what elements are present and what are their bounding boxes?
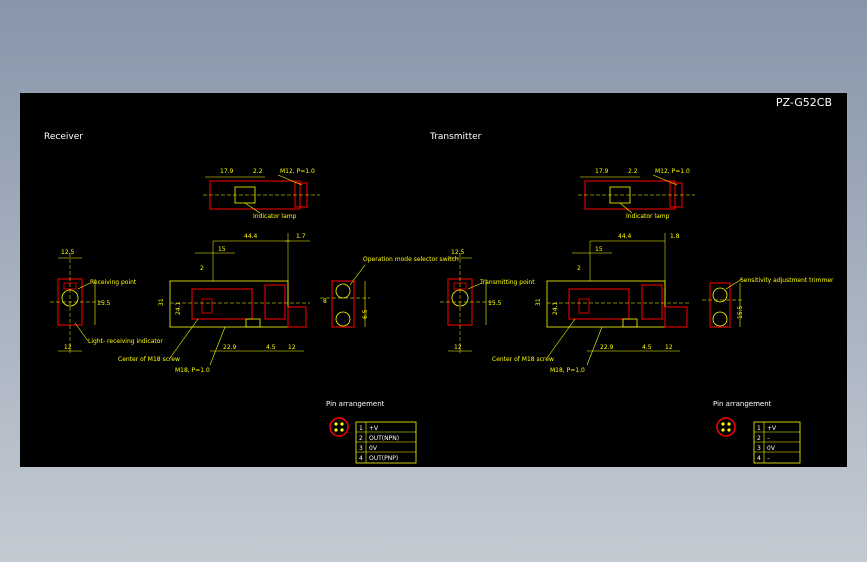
receiver-end-dim-5: 8 <box>323 298 327 305</box>
receiver-top-dim-1: 17.9 <box>220 168 234 175</box>
transmitter-side-dim-height: 15.5 <box>488 300 502 307</box>
receiver-pin-heading: Pin arrangement <box>326 400 385 408</box>
transmitter-front-dim-offset: 1.8 <box>670 233 680 240</box>
receiver-side-dim-bottom: 12 <box>64 344 72 351</box>
pin-number: 4 <box>359 455 363 462</box>
transmitter-top-dim-1: 17.9 <box>595 168 609 175</box>
pin-label: 0V <box>767 445 776 452</box>
receiver-end-dim-20-9: 6.5 <box>362 309 369 319</box>
pin-number: 4 <box>757 455 761 462</box>
pin-label: OUT(PNP) <box>369 455 398 462</box>
connector-icon <box>716 417 736 437</box>
transmitter-top-dim-2: 2.2 <box>628 168 638 175</box>
receiver-label: Receiver <box>44 132 83 142</box>
receiver-front-dim-15: 15 <box>218 246 226 253</box>
transmitter-side-dim-bottom: 12 <box>454 344 462 351</box>
receiver-front-dim-12: 12 <box>288 344 296 351</box>
pin-label: +V <box>767 425 777 432</box>
receiver-indicator-lamp-label: Indicator lamp <box>253 213 297 220</box>
transmitter-pin-arrangement: Pin arrangement 1 +V 2 – 3 0V 4 – <box>713 400 801 464</box>
receiver-side-dim-width: 12.5 <box>61 249 75 256</box>
receiver-front-view: 44.4 1.7 15 2 22.9 4.5 12 31 24.1 Center… <box>118 233 310 374</box>
receiver-front-dim-length: 44.4 <box>244 233 258 240</box>
receiver-front-dim-offset: 1.7 <box>296 233 306 240</box>
transmitter-side-dim-width: 12.5 <box>451 249 465 256</box>
transmitter-front-dim-15: 15 <box>595 246 603 253</box>
pin-number: 3 <box>757 445 761 452</box>
transmitter-front-dim-24-1: 24.1 <box>552 301 559 315</box>
pin-label: OUT(NPN) <box>369 435 399 442</box>
receiver-front-dim-24-1: 24.1 <box>175 301 182 315</box>
transmitter-top-dim-3: M12, P=1.0 <box>655 168 690 175</box>
transmitter-front-dim-31: 31 <box>535 298 542 306</box>
receiver-side-view: 12.5 12 15.5 Receiving point Light- rece… <box>50 249 163 353</box>
connector-icon <box>329 417 349 437</box>
transmitter-center-screw-label: Center of M18 screw <box>492 356 554 363</box>
transmitter-front-dim-4-5: 4.5 <box>642 344 652 351</box>
receiver-end-view: 8 6.5 Operation mode selector switch <box>320 256 459 328</box>
receiver-top-dim-3: M12, P=1.0 <box>280 168 315 175</box>
pin-number: 3 <box>359 445 363 452</box>
pin-number: 1 <box>359 425 363 432</box>
pin-number: 1 <box>757 425 761 432</box>
pin-number: 2 <box>757 435 761 442</box>
transmitter-sensitivity-label: Sensitivity adjustment trimmer <box>740 277 834 284</box>
receiver-op-switch-label: Operation mode selector switch <box>363 256 459 263</box>
transmitter-indicator-lamp-label: Indicator lamp <box>626 213 670 220</box>
transmitter-front-dim-2: 2 <box>577 265 581 272</box>
pin-label: 0V <box>369 445 378 452</box>
receiver-front-dim-22-9: 22.9 <box>223 344 237 351</box>
drawing-sheet: PZ-G52CB Receiver 17.9 2.2 M12, P=1.0 In… <box>20 93 847 467</box>
receiver-front-dim-31: 31 <box>158 298 165 306</box>
transmitter-label: Transmitter <box>429 132 482 142</box>
transmitter-top-view: 17.9 2.2 M12, P=1.0 Indicator lamp <box>578 168 695 220</box>
transmitter-front-dim-length: 44.4 <box>618 233 632 240</box>
transmitter-end-dim: 15.5 <box>737 305 744 319</box>
cad-drawing: PZ-G52CB Receiver 17.9 2.2 M12, P=1.0 In… <box>44 96 834 464</box>
transmitter-front-view: 44.4 1.8 15 2 22.9 4.5 12 31 24.1 Center… <box>492 233 690 374</box>
receiver-pin-arrangement: Pin arrangement 1 +V 2 OUT(NPN) 3 0V 4 O… <box>326 400 417 464</box>
pin-label: +V <box>369 425 379 432</box>
receiver-light-indicator-label: Light- receiving indicator <box>88 338 163 345</box>
receiver-front-dim-4-5: 4.5 <box>266 344 276 351</box>
receiver-view: Receiver 17.9 2.2 M12, P=1.0 Indicator l… <box>44 132 459 374</box>
pin-label: – <box>767 455 770 462</box>
transmitter-thread-label: M18, P=1.0 <box>550 367 585 374</box>
receiver-front-dim-2: 2 <box>200 265 204 272</box>
transmitter-side-view: 12.5 12 15.5 Transmitting point <box>440 249 535 353</box>
receiver-thread-label: M18, P=1.0 <box>175 367 210 374</box>
transmitter-pin-heading: Pin arrangement <box>713 400 772 408</box>
transmitter-front-dim-12: 12 <box>665 344 673 351</box>
drawing-title: PZ-G52CB <box>776 96 832 109</box>
receiver-side-dim-height: 15.5 <box>97 300 111 307</box>
receiver-top-dim-2: 2.2 <box>253 168 263 175</box>
receiver-center-screw-label: Center of M18 screw <box>118 356 180 363</box>
pin-number: 2 <box>359 435 363 442</box>
transmitter-front-dim-22-9: 22.9 <box>600 344 614 351</box>
transmitter-view: Transmitter 17.9 2.2 M12, P=1.0 Indicato… <box>429 132 834 374</box>
receiver-receiving-point-label: Receiving point <box>90 279 137 286</box>
pin-label: – <box>767 435 770 442</box>
receiver-top-view: 17.9 2.2 M12, P=1.0 Indicator lamp <box>203 168 320 220</box>
transmitter-end-view: 15.5 Sensitivity adjustment trimmer <box>702 277 834 328</box>
transmitter-point-label: Transmitting point <box>479 279 535 286</box>
